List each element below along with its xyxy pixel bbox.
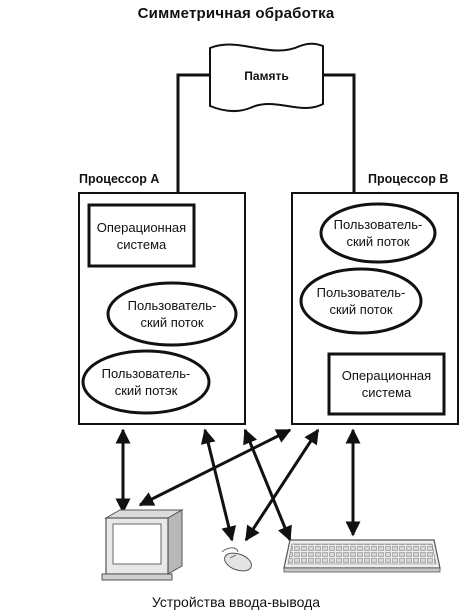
diagram-title: Симметричная обработка (137, 5, 335, 22)
processor-a-label: Процессор A (79, 172, 160, 186)
processor-b-thread2-line1: Пользователь- (316, 285, 406, 300)
arrow-b-monitor (138, 428, 292, 507)
processor-a-os-line2: система (116, 237, 167, 252)
mouse-icon (221, 547, 252, 572)
processor-b-label: Процессор B (368, 172, 449, 186)
processor-a-thread1-text: Пользователь- ский поток (108, 297, 236, 331)
processor-b-os-box (327, 352, 446, 416)
processor-a-thread1-line2: ский поток (140, 315, 204, 330)
processor-b-thread2-line2: ский поток (329, 302, 393, 317)
processor-b-os-line1: Операционная (341, 368, 432, 383)
processor-b-thread1-ellipse (319, 202, 437, 264)
processor-b-thread1-line2: ский поток (346, 234, 410, 249)
monitor-icon (101, 509, 184, 581)
processor-b-thread1-text: Пользователь- ский поток (321, 216, 435, 250)
processor-a-os-box (87, 203, 196, 268)
processor-a-thread2-ellipse (81, 349, 211, 415)
processor-b-thread2-ellipse (299, 267, 423, 335)
processor-a-thread2-line1: Пользователь- (101, 366, 191, 381)
processor-b-thread1-line1: Пользователь- (333, 217, 423, 232)
processor-a-os-text: Операционная система (89, 219, 194, 253)
devices-caption: Устройства ввода-вывода (151, 594, 321, 610)
io-arrows (115, 428, 361, 542)
arrow-a-mouse (200, 428, 237, 542)
arrow-b-mouse (244, 428, 320, 542)
processor-a-os-line1: Операционная (96, 220, 187, 235)
processor-b-os-text: Операционная система (329, 367, 444, 401)
processor-a-thread2-line2: ский потэк (114, 383, 178, 398)
processor-a-thread1-line1: Пользователь- (127, 298, 217, 313)
memory-bus-lines (176, 73, 356, 193)
processor-a-thread1-ellipse (106, 281, 238, 347)
processor-b-thread2-text: Пользователь- ский поток (301, 284, 421, 318)
memory-label: Память (244, 69, 289, 83)
keyboard-icon (283, 539, 441, 573)
processor-a-thread2-text: Пользователь- ский потэк (83, 365, 209, 399)
memory-shape (209, 42, 324, 113)
processor-b-os-line2: система (361, 385, 412, 400)
